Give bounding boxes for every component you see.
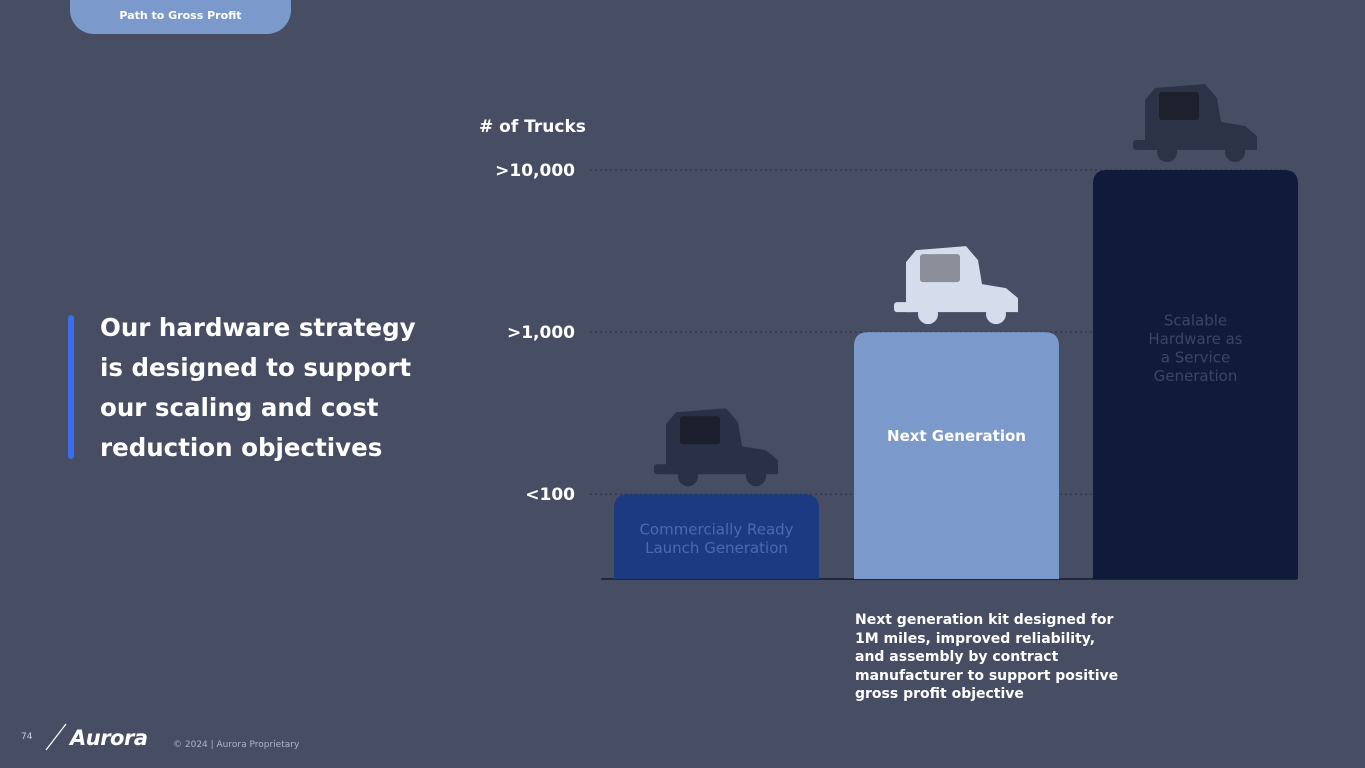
tab-path-to-gross-profit[interactable]: Path to Gross Profit (70, 0, 291, 34)
y-tick-label: >10,000 (495, 161, 575, 181)
bar (1093, 170, 1298, 579)
bar (854, 332, 1059, 579)
headline: Our hardware strategy is designed to sup… (100, 313, 416, 462)
accent-bar (68, 315, 74, 459)
truck-icon (894, 246, 1018, 325)
y-tick-label: >1,000 (507, 323, 575, 343)
bar-category-label: Next Generation (887, 427, 1026, 445)
y-tick-label: <100 (525, 485, 575, 505)
page-number: 74 (21, 732, 33, 742)
bar (614, 494, 819, 579)
aurora-logo: Aurora (70, 726, 148, 750)
y-axis-label: # of Trucks (479, 117, 586, 137)
next-gen-note: Next generation kit designed for 1M mile… (855, 612, 1119, 702)
divider-slash (45, 723, 67, 751)
copyright: © 2024 | Aurora Proprietary (173, 740, 300, 750)
truck-icon (1133, 84, 1257, 162)
truck-icon (654, 408, 778, 487)
